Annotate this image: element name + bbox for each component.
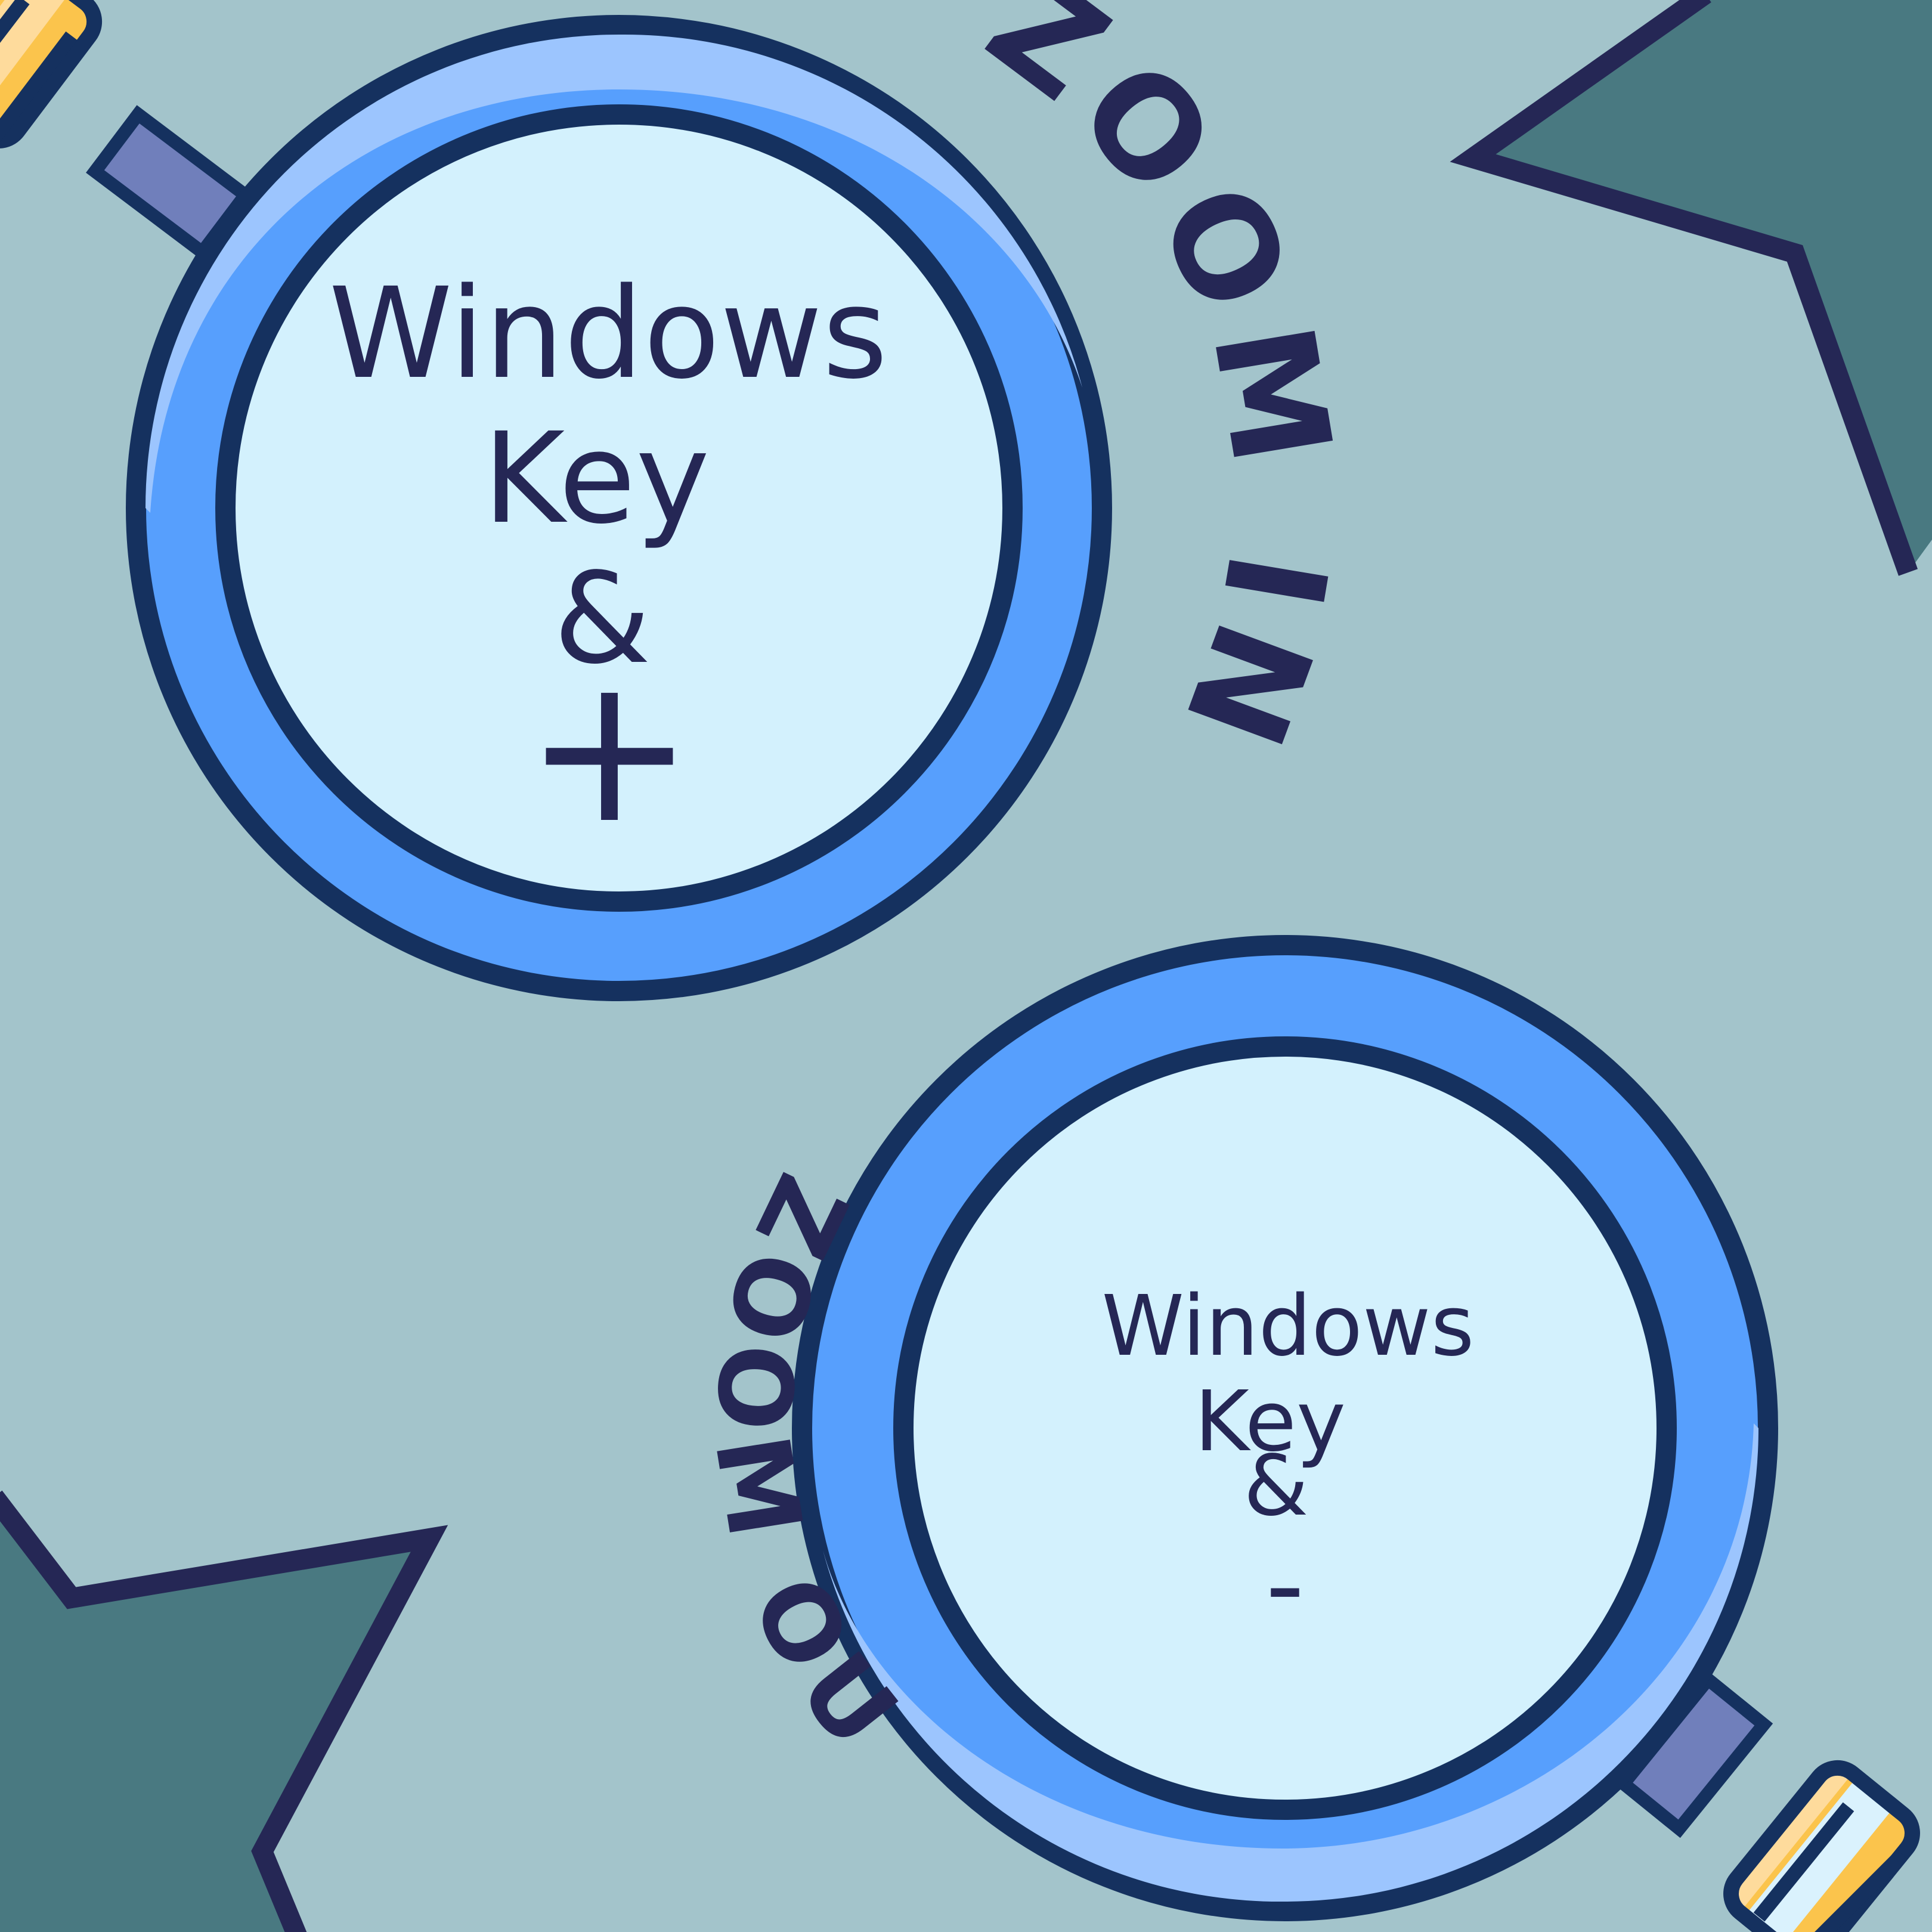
zoom-in-line-key: Key — [483, 405, 710, 552]
star-shape-bottom-left — [0, 1490, 448, 1932]
zoom-in-line-windows: Windows — [329, 261, 887, 407]
zoom-out-minus-symbol: - — [1266, 1523, 1305, 1648]
zoom-out-line-windows: Windows — [1102, 1278, 1475, 1375]
zoom-out-line-ampersand: & — [1243, 1438, 1308, 1535]
star-shape-top-right — [1450, 0, 1932, 576]
zoom-in-line-ampersand: & — [553, 546, 651, 692]
zoom-in-plus-symbol: + — [525, 632, 695, 868]
zoom-out-line-key: Key — [1194, 1373, 1346, 1470]
